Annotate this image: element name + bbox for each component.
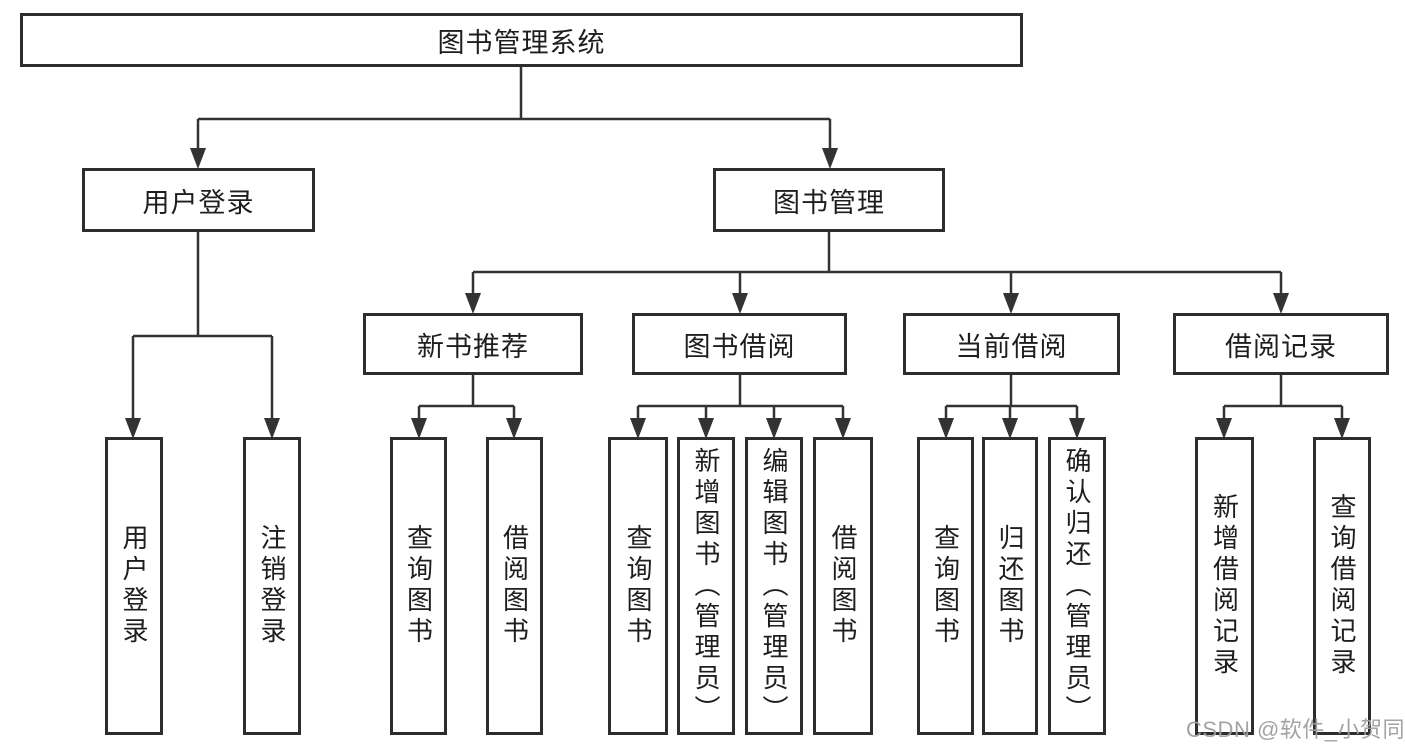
leaf-query-books-recommend-label: 查询图书 (403, 524, 434, 648)
node-user-login: 用户登录 (82, 168, 315, 232)
csdn-watermark: CSDN @软件_小贺同学 (1186, 717, 1405, 742)
leaf-borrow-books-borrow: 借阅图书 (813, 437, 873, 735)
leaf-logout-label: 注销登录 (257, 524, 287, 648)
leaf-logout: 注销登录 (243, 437, 301, 735)
leaf-query-books-borrow-label: 查询图书 (623, 524, 653, 648)
leaf-edit-book-admin: 编辑图书（管理员） (745, 437, 803, 735)
leaf-confirm-return-admin-label: 确认归还（管理员） (1062, 446, 1092, 726)
node-book-management-label: 图书管理 (773, 187, 885, 218)
leaf-add-book-admin-label: 新增图书（管理员） (691, 446, 721, 726)
node-new-book-recommend: 新书推荐 (363, 313, 583, 375)
leaf-add-book-admin: 新增图书（管理员） (677, 437, 735, 735)
leaf-add-borrow-record-label: 新增借阅记录 (1209, 493, 1240, 679)
leaf-borrow-books-borrow-label: 借阅图书 (828, 524, 858, 648)
leaf-user-login-label: 用户登录 (119, 524, 149, 648)
leaf-borrow-books-recommend-label: 借阅图书 (499, 524, 530, 648)
leaf-query-borrow-record-label: 查询借阅记录 (1327, 493, 1357, 679)
leaf-query-borrow-record: 查询借阅记录 (1313, 437, 1371, 735)
node-root-label: 图书管理系统 (437, 27, 606, 58)
arrowheads (125, 148, 1350, 439)
leaf-add-borrow-record: 新增借阅记录 (1195, 437, 1254, 735)
node-root: 图书管理系统 (20, 13, 1023, 67)
leaf-user-login: 用户登录 (105, 437, 163, 735)
leaf-query-books-current-label: 查询图书 (930, 524, 961, 648)
node-book-management: 图书管理 (713, 168, 945, 232)
node-book-borrow: 图书借阅 (632, 313, 847, 375)
node-borrow-records: 借阅记录 (1173, 313, 1389, 375)
leaf-return-book-label: 归还图书 (995, 524, 1025, 648)
node-borrow-records-label: 借阅记录 (1225, 331, 1337, 362)
leaf-borrow-books-recommend: 借阅图书 (486, 437, 543, 735)
leaf-edit-book-admin-label: 编辑图书（管理员） (759, 446, 789, 726)
leaf-query-books-current: 查询图书 (917, 437, 974, 735)
node-book-borrow-label: 图书借阅 (683, 331, 796, 362)
leaf-query-books-recommend: 查询图书 (390, 437, 447, 735)
node-current-borrow-label: 当前借阅 (955, 331, 1068, 362)
leaf-return-book: 归还图书 (982, 437, 1038, 735)
node-user-login-label: 用户登录 (142, 187, 255, 218)
node-current-borrow: 当前借阅 (903, 313, 1120, 375)
node-new-book-recommend-label: 新书推荐 (417, 331, 529, 362)
leaf-query-books-borrow: 查询图书 (608, 437, 668, 735)
leaf-confirm-return-admin: 确认归还（管理员） (1048, 437, 1106, 735)
